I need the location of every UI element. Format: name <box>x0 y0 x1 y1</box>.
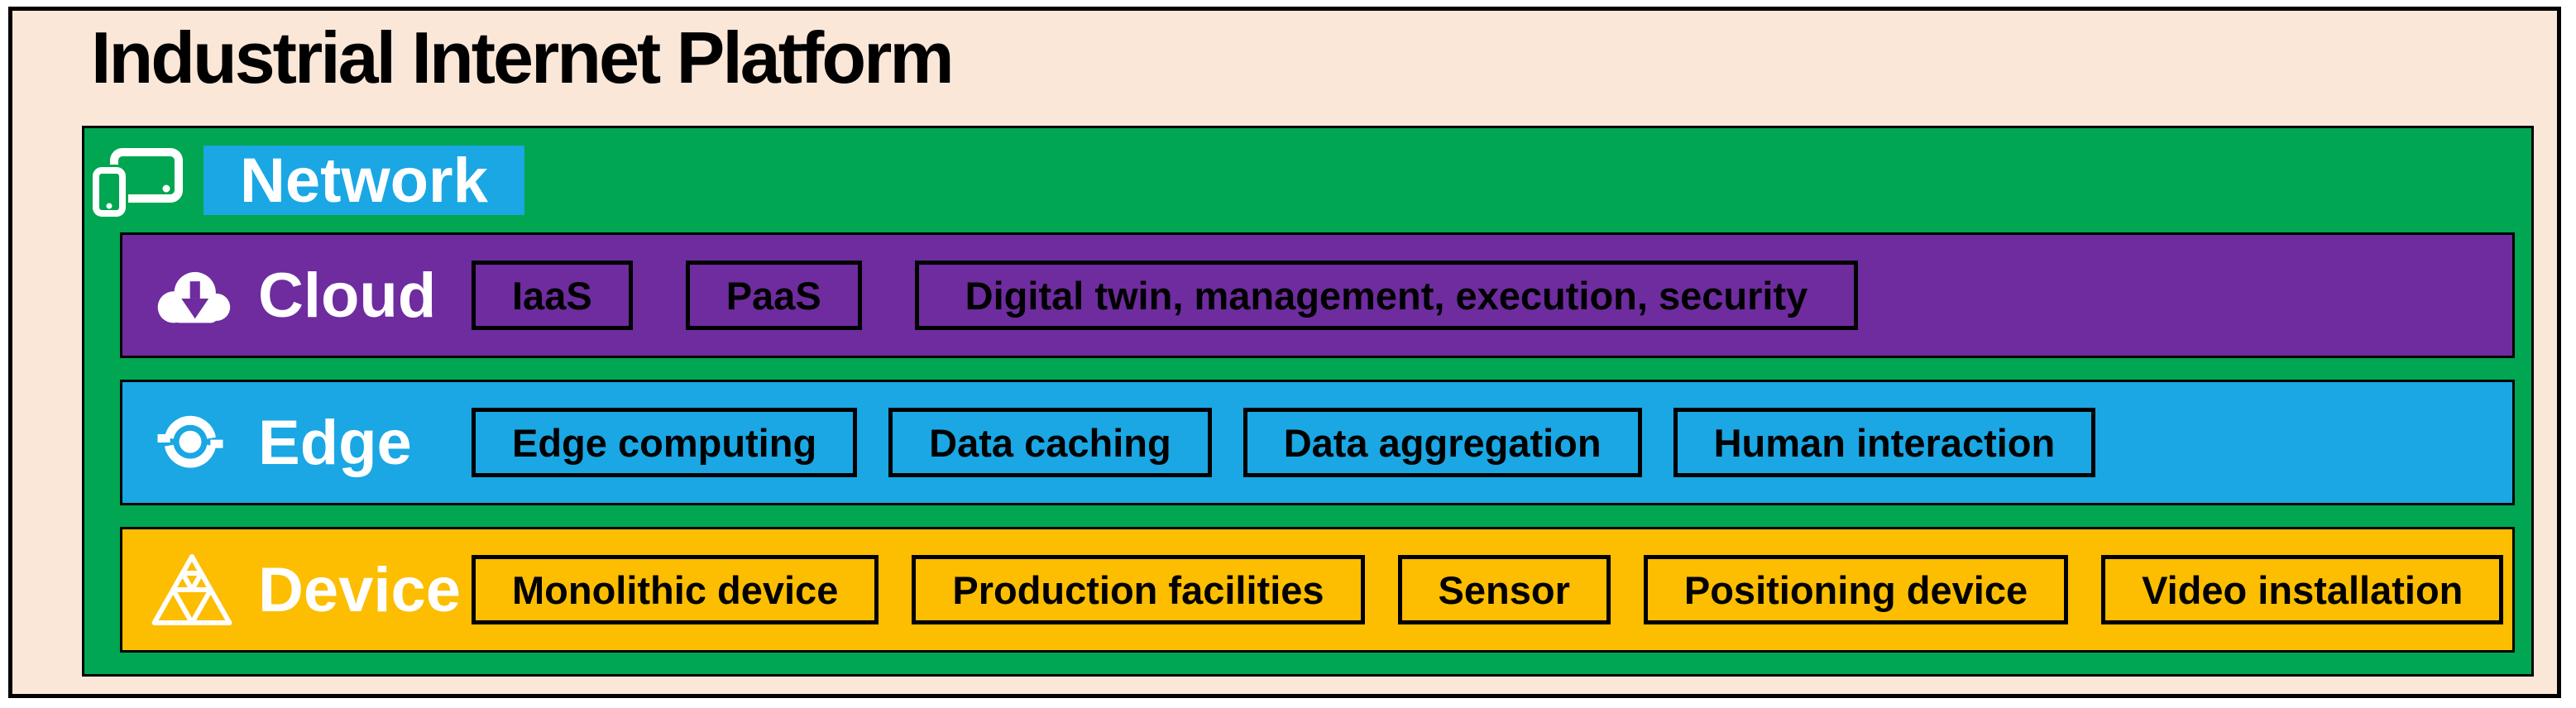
network-label: Network <box>203 146 524 216</box>
layer-box: Data caching <box>888 408 1212 477</box>
cloud-layer: Cloud IaaS PaaS Digital twin, management, … <box>120 232 2515 358</box>
diagram-frame: Industrial Internet Platform Network <box>8 7 2561 698</box>
layer-box: Production facilities <box>912 555 1365 624</box>
page-title: Industrial Internet Platform <box>91 17 955 98</box>
edge-boxes: Edge computing Data caching Data aggregati… <box>472 408 2096 477</box>
cloud-boxes: IaaS PaaS Digital twin, management, execut… <box>472 261 1859 330</box>
edge-layer-title: Edge <box>258 407 412 478</box>
device-layer-title: Device <box>258 554 462 625</box>
layer-box: Edge computing <box>472 408 858 477</box>
layer-box: Video installation <box>2101 555 2504 624</box>
layer-box: Monolithic device <box>472 555 879 624</box>
layer-box: Human interaction <box>1673 408 2096 477</box>
edge-layer: Edge Edge computing Data caching Data aggr… <box>120 380 2515 505</box>
device-boxes: Monolithic device Production facilities Se… <box>472 555 2504 624</box>
cloud-layer-label: Cloud <box>122 257 472 333</box>
edge-layer-label: Edge <box>122 404 472 481</box>
cloud-layer-title: Cloud <box>258 260 437 331</box>
triangle-fractal-icon <box>151 552 237 628</box>
network-layer: Network Cloud IaaS PaaS Digital twin, mana… <box>82 126 2534 677</box>
layer-box: PaaS <box>685 261 862 330</box>
device-layer: Device Monolithic device Production facil… <box>120 527 2515 653</box>
sync-icon <box>151 404 237 481</box>
layer-box: Sensor <box>1397 555 1611 624</box>
layer-box: Digital twin, management, execution, sec… <box>914 261 1859 330</box>
layer-box: Data aggregation <box>1243 408 1642 477</box>
layer-box: Positioning device <box>1643 555 2069 624</box>
device-layer-label: Device <box>122 552 472 628</box>
network-header: Network <box>84 128 2531 232</box>
cloud-download-icon <box>151 257 237 333</box>
devices-icon <box>91 147 184 217</box>
layer-box: IaaS <box>472 261 633 330</box>
